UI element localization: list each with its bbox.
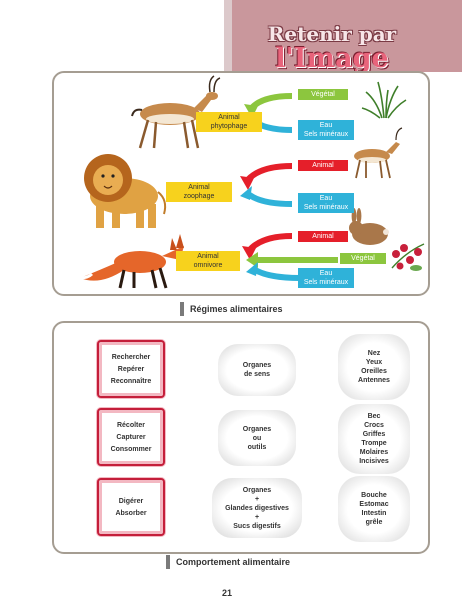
berries-illustration — [391, 243, 425, 271]
caption-regimes: Régimes alimentaires — [180, 302, 283, 316]
tag-vegetal-1: Végétal — [298, 89, 348, 100]
header-band — [224, 0, 462, 72]
tag-animal-1: Animal — [298, 160, 348, 171]
results-box-1: Nez Yeux Oreilles Antennes — [338, 334, 410, 400]
grass-illustration — [361, 81, 407, 119]
caption-comportement: Comportement alimentaire — [166, 555, 291, 569]
tag-animal-2: Animal — [298, 231, 348, 242]
lion-illustration — [84, 154, 167, 228]
fox-illustration — [79, 234, 184, 289]
organs-box-3: Organes + Glandes digestives + Sucs dige… — [212, 478, 302, 538]
organs-box-1: Organes de sens — [218, 344, 296, 396]
label-zoophage: Animal zoophage — [166, 182, 232, 202]
label-omnivore: Animal omnivore — [176, 251, 240, 271]
results-box-3: Bouche Estomac Intestin grêle — [338, 476, 410, 542]
organs-box-2: Organes ou outils — [218, 410, 296, 466]
label-phytophage: Animal phytophage — [196, 112, 262, 132]
small-gazelle-illustration — [354, 127, 403, 179]
page-number: 21 — [222, 588, 233, 598]
title-line-1: Retenir par — [267, 22, 397, 46]
title-line-2: l'Image — [275, 43, 389, 74]
actions-box-3: Digérer Absorber — [97, 478, 165, 536]
rabbit-illustration — [349, 208, 389, 245]
actions-box-2: Récolter Capturer Consommer — [97, 408, 165, 466]
gazelle-illustration — [131, 75, 221, 149]
results-box-2: Bec Crocs Griffes Trompe Molaires Incisi… — [338, 404, 410, 474]
actions-box-1: Rechercher Repérer Reconnaître — [97, 340, 165, 398]
tag-vegetal-2: Végétal — [340, 253, 386, 264]
